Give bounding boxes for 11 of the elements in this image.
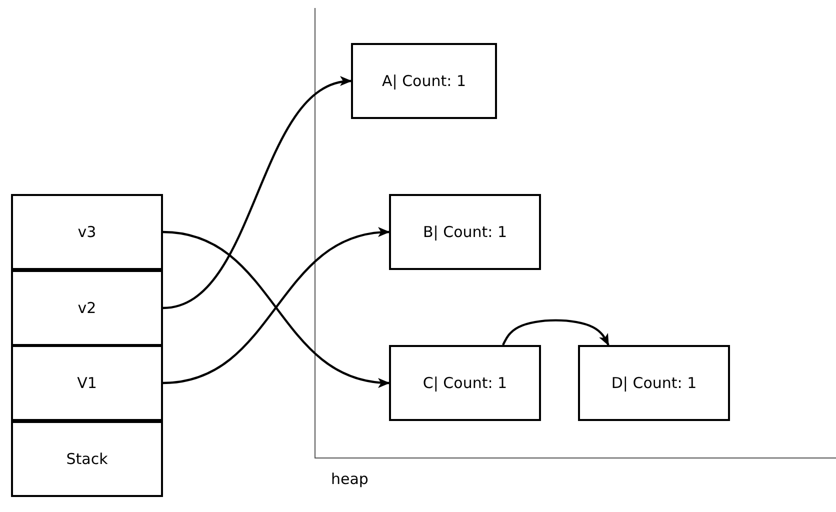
object-box: C| Count: 1: [389, 345, 541, 421]
arrow: [162, 78, 352, 310]
arrow: [502, 319, 610, 346]
stack-cell: Stack: [11, 421, 163, 497]
stack-cell: v3: [11, 194, 163, 270]
area-label: heap: [331, 470, 368, 488]
stack-cell: V1: [11, 345, 163, 421]
object-box: D| Count: 1: [578, 345, 730, 421]
object-box: B| Count: 1: [389, 194, 541, 270]
object-box: A| Count: 1: [351, 43, 497, 119]
stack-cell: v2: [11, 270, 163, 346]
